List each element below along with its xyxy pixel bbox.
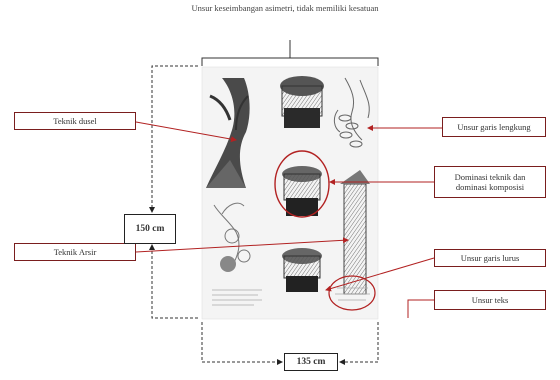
width-dim-line-left (202, 322, 282, 362)
dimension-height-label: 150 cm (124, 214, 176, 244)
label-garis-lurus: Unsur garis lurus (434, 249, 546, 267)
height-dim-line-bottom (152, 245, 198, 318)
top-brace (202, 58, 378, 66)
arrow-teks (408, 300, 434, 318)
label-teknik-arsir: Teknik Arsir (14, 243, 136, 261)
sketch-pot-top (280, 76, 324, 128)
height-dim-line-top (152, 66, 198, 212)
dimension-width-label: 135 cm (284, 353, 338, 371)
sketch-pot-center (282, 166, 322, 216)
label-dominasi: Dominasi teknik dan dominasi komposisi (434, 166, 546, 198)
label-teknik-dusel: Teknik dusel (14, 112, 136, 130)
width-dim-line-right (340, 322, 378, 362)
label-garis-lengkung: Unsur garis lengkung (442, 117, 546, 137)
sketch-right-tree (340, 170, 370, 294)
sketch-pot-bottom (282, 248, 322, 292)
label-teks: Unsur teks (434, 290, 546, 310)
